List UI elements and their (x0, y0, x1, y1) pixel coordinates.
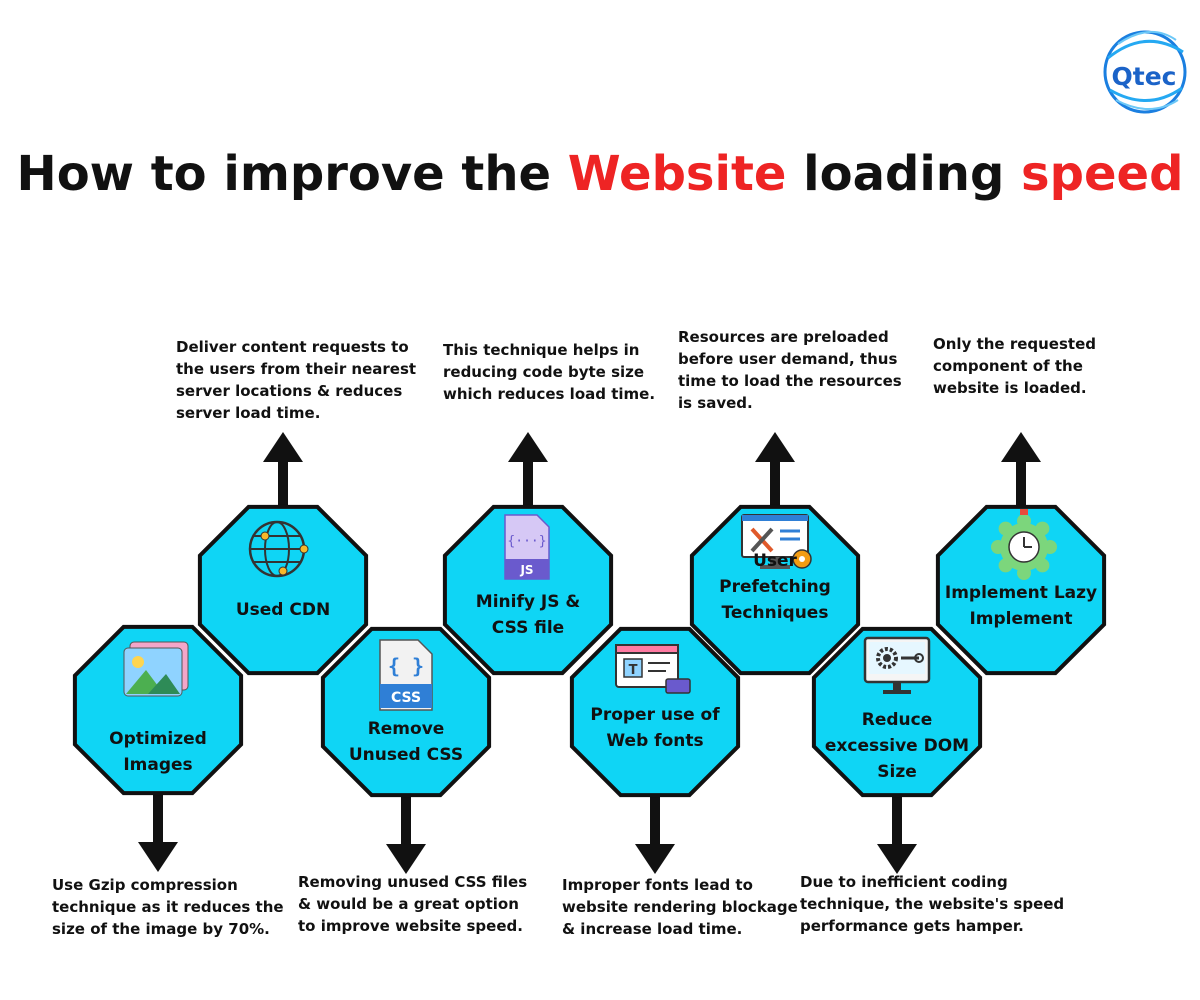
step-description-line: Removing unused CSS files (298, 873, 528, 891)
octagons-layer (72, 504, 1107, 798)
svg-text:T: T (629, 663, 638, 678)
step-description-line: Due to inefficient coding (800, 873, 1008, 891)
step-description: Only the requested component of the websit… (933, 333, 1096, 399)
step-label-line: Techniques (721, 603, 829, 623)
step-description-line: server load time. (176, 404, 321, 422)
step-description-line: performance gets hamper. (800, 917, 1024, 935)
step-label-line: excessive DOM (824, 736, 970, 756)
step-label: Used CDN (203, 597, 363, 623)
step-description-line: before user demand, thus (678, 350, 898, 368)
step-description: Deliver content requests to the users fro… (176, 336, 416, 424)
step-arrow (755, 432, 795, 510)
step-description-line: website is loaded. (933, 379, 1087, 397)
step-octagon (197, 504, 369, 676)
font-editor-icon: T (615, 644, 691, 694)
step-octagon (689, 504, 861, 676)
svg-text:{ }: { } (388, 654, 424, 678)
step-arrow (635, 792, 675, 874)
title-highlight-speed: speed (1021, 146, 1184, 202)
step-description-line: & increase load time. (562, 920, 743, 938)
step-label-line: Images (123, 755, 193, 775)
step-label: Reduce excessive DOM Size (817, 707, 977, 785)
svg-text:CSS: CSS (391, 690, 421, 706)
timer-gear-icon (991, 509, 1057, 580)
step-description-line: to improve website speed. (298, 917, 523, 935)
step-label-line: Optimized (109, 729, 207, 749)
js-file-icon: {···} JS (504, 514, 550, 580)
step-description: Use Gzip compression technique as it redu… (52, 874, 284, 940)
step-description-line: & would be a great option (298, 895, 519, 913)
step-label-line: Unused CSS (348, 745, 464, 765)
step-label-line: Used CDN (235, 600, 331, 620)
qtec-logo-text: Qtec (1111, 62, 1177, 91)
step-arrow (1001, 432, 1041, 510)
step-description-line: is saved. (678, 394, 753, 412)
svg-text:JS: JS (519, 563, 533, 577)
step-description-line: technique, the website's speed (800, 895, 1065, 913)
step-octagon (72, 624, 244, 796)
step-octagon (320, 626, 492, 798)
computer-settings-icon (863, 636, 931, 694)
page-title: How to improve the Website loading speed (0, 146, 1200, 202)
step-description: Resources are preloaded before user deman… (678, 326, 902, 414)
step-description-line: Only the requested (933, 335, 1096, 353)
step-octagon (935, 504, 1107, 676)
step-description-line: Improper fonts lead to (562, 876, 753, 894)
step-label-line: User (753, 551, 797, 571)
step-description-line: time to load the resources (678, 372, 902, 390)
step-description-line: size of the image by 70%. (52, 920, 270, 938)
step-label-line: Remove (367, 719, 445, 739)
step-label-line: Prefetching (719, 577, 831, 597)
step-description-line: website rendering blockage (562, 898, 798, 916)
step-description-line: which reduces load time. (443, 385, 656, 403)
step-label-line: Implement Lazy (944, 583, 1098, 603)
step-arrow (263, 432, 303, 510)
step-octagon (569, 626, 741, 798)
step-label-line: Reduce (861, 710, 933, 730)
step-arrow (386, 792, 426, 874)
title-part2: loading (786, 146, 1022, 202)
monitor-tools-icon (741, 514, 812, 569)
step-description-line: server locations & reduces (176, 382, 403, 400)
step-octagon (442, 504, 614, 676)
title-part1: How to improve the (16, 146, 568, 202)
title-highlight-website: Website (567, 146, 787, 202)
step-description: Removing unused CSS files & would be a gr… (298, 871, 527, 937)
step-label-line: Implement (969, 609, 1073, 629)
step-description: Due to inefficient coding technique, the … (800, 871, 1064, 937)
svg-text:{···}: {···} (507, 534, 546, 549)
step-description: Improper fonts lead to website rendering … (562, 874, 798, 940)
step-label-line: Proper use of (590, 705, 720, 725)
image-gallery-icon (123, 641, 189, 697)
step-description: This technique helps in reducing code byt… (443, 339, 655, 405)
icons-layer: { } CSS {···} JS T (123, 509, 1057, 711)
step-description-line: the users from their nearest (176, 360, 417, 378)
step-label-line: Size (877, 762, 917, 782)
step-description-line: Resources are preloaded (678, 328, 889, 346)
qtec-logo (1103, 30, 1187, 114)
step-label-line: Minify JS & (475, 592, 581, 612)
step-label-line: Web fonts (606, 731, 704, 751)
step-description-line: This technique helps in (443, 341, 640, 359)
step-description-line: technique as it reduces the (52, 898, 284, 916)
step-label: Minify JS & CSS file (448, 589, 608, 641)
step-description-line: Deliver content requests to (176, 338, 409, 356)
step-arrow (508, 432, 548, 510)
step-description-line: component of the (933, 357, 1083, 375)
step-arrow (138, 790, 178, 872)
globe-network-icon (248, 520, 309, 578)
step-label-line: CSS file (491, 618, 565, 638)
arrows-layer (138, 432, 1041, 874)
step-description-line: Use Gzip compression (52, 876, 238, 894)
step-octagon (811, 626, 983, 798)
step-arrow (877, 792, 917, 874)
css-file-icon: { } CSS (379, 639, 433, 711)
step-label: Proper use of Web fonts (575, 702, 735, 754)
step-description-line: reducing code byte size (443, 363, 645, 381)
